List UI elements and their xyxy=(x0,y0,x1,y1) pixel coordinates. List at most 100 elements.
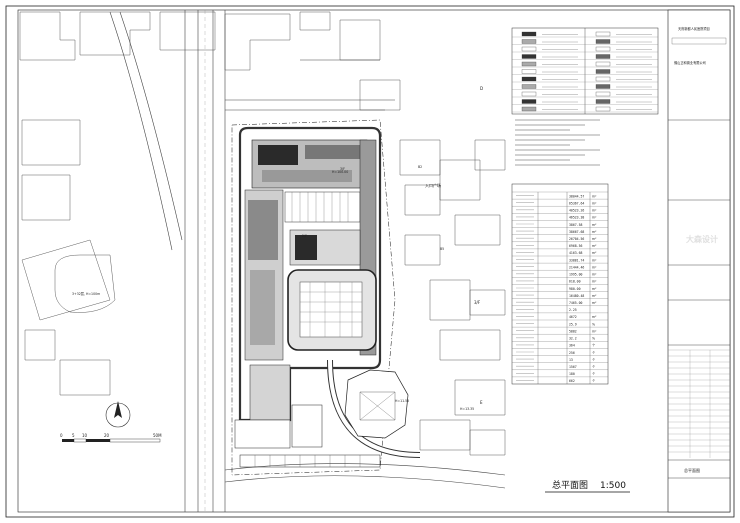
tech-table-unit: % xyxy=(592,322,595,326)
tech-table-value: 26704.56 xyxy=(569,237,584,241)
label-b5: B5 xyxy=(440,247,444,251)
tech-table-unit: m² xyxy=(592,273,597,277)
tech-table-unit: 个 xyxy=(592,372,596,376)
legend-swatch xyxy=(521,84,537,89)
notes-block xyxy=(515,119,600,166)
label-3f: 3/F xyxy=(340,167,345,171)
label-building-d: D xyxy=(480,86,483,91)
legend-swatch xyxy=(595,99,611,104)
tech-table-value: 4672 xyxy=(569,315,577,319)
legend-swatch xyxy=(521,91,537,97)
hospital-complex xyxy=(234,126,421,468)
legend-swatch xyxy=(595,61,611,67)
tech-table-unit: m² xyxy=(592,209,597,213)
north-arrow-icon xyxy=(105,401,131,428)
legend-swatch xyxy=(595,54,611,59)
tech-table-unit: m² xyxy=(592,237,597,241)
scale-label-5: 5 xyxy=(72,433,75,438)
legend-swatch xyxy=(595,76,611,82)
drawing-title: 总平面图 xyxy=(552,479,588,491)
firm-logo: 大森设计 xyxy=(686,234,718,244)
tech-table-value: 33881.74 xyxy=(569,258,584,262)
tech-table-value: 662 xyxy=(569,379,575,383)
tech-table-value: 65367.64 xyxy=(569,201,584,205)
label-plaza: 入口广场 xyxy=(425,182,441,188)
tech-table-value: 21444.46 xyxy=(569,265,584,269)
tech-table-unit: 个 xyxy=(592,351,596,355)
tech-table-value: 6968.56 xyxy=(569,244,583,248)
tech-table-value: 3867.58 xyxy=(569,223,583,227)
tech-table-value: 1995.00 xyxy=(569,273,583,277)
tech-table-unit: 个 xyxy=(592,365,596,369)
tech-table-value: 40523.26 xyxy=(569,209,584,213)
scale-label-10: 10 xyxy=(82,433,88,438)
legend-swatch xyxy=(521,99,537,104)
legend-panel xyxy=(511,27,659,115)
label-height-bottom: H=13.35 xyxy=(460,407,474,411)
legend-swatch xyxy=(595,69,611,74)
tech-table-unit: m² xyxy=(592,194,597,198)
tech-table-unit: m² xyxy=(592,223,597,227)
tech-table-unit: 个 xyxy=(592,358,596,362)
legend-swatch xyxy=(521,54,537,59)
legend-swatch xyxy=(595,91,611,97)
label-building-3f: 3/F xyxy=(474,300,481,305)
tech-table-value: 46523.38 xyxy=(569,216,584,220)
tech-table-value: 180 xyxy=(569,372,575,376)
legend-swatch xyxy=(521,76,537,82)
tech-table-unit: m² xyxy=(592,201,597,205)
company-name: 佛山正和置业有限公司 xyxy=(674,60,706,65)
drawing-scale: 1:500 xyxy=(600,481,626,491)
tech-table-value: 13 xyxy=(569,358,573,362)
tech-table-value: 364 xyxy=(569,344,575,348)
tech-table-value: 980.00 xyxy=(569,287,581,291)
tech-table-unit: m² xyxy=(592,216,597,220)
tech-table-value: 4163.68 xyxy=(569,251,583,255)
label-b2: B2 xyxy=(418,165,422,169)
tech-table-unit: 个 xyxy=(592,379,596,383)
tech-table-unit: % xyxy=(592,337,595,341)
label-height-left: H=100.00 xyxy=(332,170,348,174)
tower-outline xyxy=(54,254,116,313)
tech-table-value: 16480.48 xyxy=(569,294,584,298)
legend-swatch xyxy=(595,84,611,89)
tech-table-value: 2.25 xyxy=(569,308,577,312)
title-block: 天府新都人民医院项目 佛山正和置业有限公司 大森设计 总平面图 xyxy=(667,9,731,513)
tech-table-unit: m² xyxy=(592,315,597,319)
map-area: 3/F 入口广场 B2 B5 2/F 3/F D E 3+32层, H=100m… xyxy=(19,10,630,512)
tech-table-unit: 个 xyxy=(592,344,596,348)
tech-table-value: 5882 xyxy=(569,329,577,333)
tech-table-unit: m² xyxy=(592,258,597,262)
label-2f: 2/F xyxy=(302,234,307,238)
tech-table-unit: m² xyxy=(592,301,597,305)
sheet-name: 总平面图 xyxy=(684,467,700,473)
tech-table-value: 1567 xyxy=(569,365,577,369)
tech-table-value: 32.2 xyxy=(569,337,577,341)
tech-table-unit: m² xyxy=(592,265,597,269)
legend-swatch xyxy=(521,69,537,74)
label-building-e: E xyxy=(480,400,483,405)
label-tower: 3+32层, H=100m xyxy=(72,291,100,296)
legend-swatch xyxy=(521,61,537,67)
scale-label-50: 50M xyxy=(153,433,162,438)
legend-swatch xyxy=(595,39,611,44)
scale-label-20: 20 xyxy=(104,433,110,438)
tech-table-unit: m² xyxy=(592,329,597,333)
legend-swatch xyxy=(521,106,537,112)
tech-table-value: 618.00 xyxy=(569,280,581,284)
scale-bar: 0 5 10 20 50M xyxy=(60,433,162,443)
legend-swatch xyxy=(521,31,537,37)
tech-table-unit: m² xyxy=(592,251,597,255)
project-name: 天府新都人民医院项目 xyxy=(678,26,710,31)
tech-table-unit: m² xyxy=(592,230,597,234)
annotations: 3/F 入口广场 B2 B5 2/F 3/F D E 3+32层, H=100m… xyxy=(72,86,483,411)
tech-table-unit: m² xyxy=(592,294,597,298)
tech-table-unit: m² xyxy=(592,244,597,248)
tech-table-value: 7465.00 xyxy=(569,301,583,305)
tech-table-value: 256 xyxy=(569,351,575,355)
label-height-mid: H=11.55 xyxy=(395,399,409,403)
legend-swatch xyxy=(595,106,611,112)
scale-label-0: 0 xyxy=(60,433,63,438)
legend-swatch xyxy=(521,46,537,52)
